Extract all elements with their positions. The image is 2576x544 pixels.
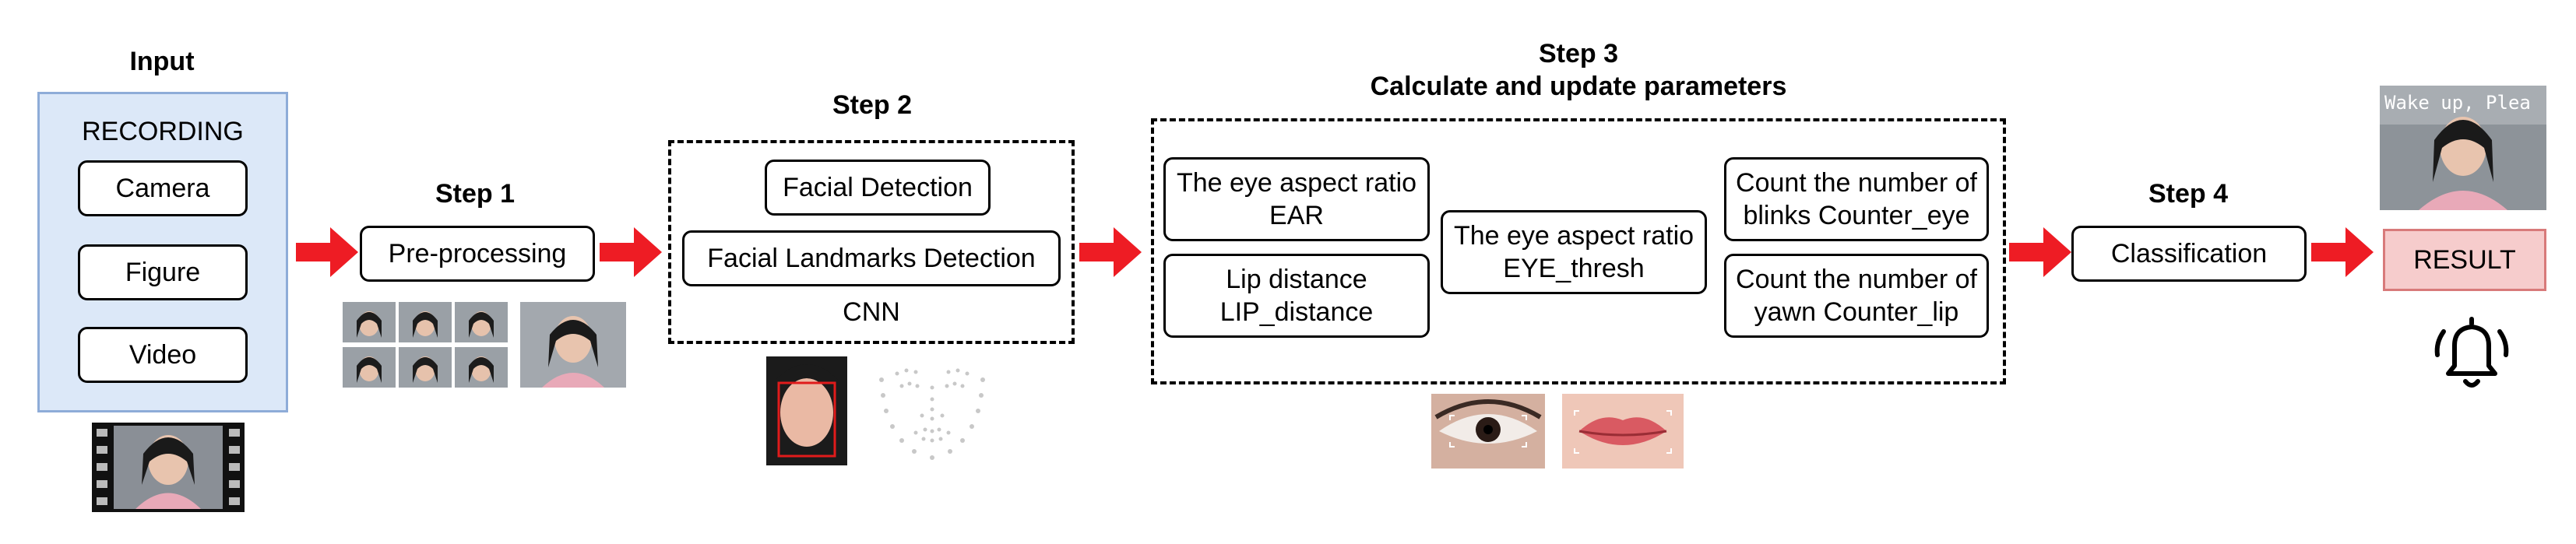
preprocessing-box: Pre-processing: [360, 226, 595, 282]
lip-box-line2: LIP_distance: [1219, 297, 1374, 327]
lip-distance-box: Lip distance LIP_distance: [1163, 254, 1430, 338]
ear-box-line1: The eye aspect ratio: [1176, 168, 1417, 198]
flow-arrow-3: [1079, 227, 1142, 277]
alert-video-frame: Wake up, Plea: [2380, 86, 2546, 210]
cnn-label: CNN: [843, 297, 900, 327]
preprocessed-face-large: [520, 302, 626, 388]
alarm-bell-icon: [2434, 317, 2509, 388]
video-box: Video: [78, 327, 248, 383]
flow-arrow-5: [2311, 227, 2374, 277]
thresh-box-line1: The eye aspect ratio: [1453, 221, 1694, 251]
lip-box-line1: Lip distance: [1226, 265, 1367, 294]
classification-box: Classification: [2071, 226, 2307, 282]
eye-crop-image: [1431, 394, 1545, 469]
facial-detection-box: Facial Detection: [765, 160, 991, 216]
flow-arrow-1: [296, 227, 358, 277]
figure-box: Figure: [78, 244, 248, 300]
step4-title: Step 4: [2148, 179, 2229, 209]
flow-arrow-2: [600, 227, 662, 277]
yawn-counter-box: Count the number of yawn Counter_lip: [1724, 254, 1989, 338]
step3-title: Step 3: [1538, 39, 1619, 68]
video-filmstrip-thumbnail: [92, 423, 245, 512]
step2-title: Step 2: [832, 90, 913, 120]
ear-box-line2: EAR: [1269, 201, 1324, 230]
blink-box-line1: Count the number of: [1736, 168, 1977, 198]
yawn-box-line2: yawn Counter_lip: [1754, 297, 1959, 327]
step3-dashed-group: [1151, 118, 2006, 384]
camera-box: Camera: [78, 160, 248, 216]
ear-box: The eye aspect ratio EAR: [1163, 157, 1430, 241]
facial-landmarks-box: Facial Landmarks Detection: [682, 230, 1061, 286]
alert-overlay-text: Wake up, Plea: [2384, 92, 2531, 114]
step1-title: Step 1: [435, 179, 516, 209]
face-detection-image: [766, 356, 847, 465]
recording-label: RECORDING: [82, 117, 244, 146]
step2-dashed-group: [668, 140, 1075, 344]
lip-crop-image: [1562, 394, 1684, 469]
input-title: Input: [129, 47, 195, 76]
result-box: RESULT: [2383, 229, 2546, 291]
thresh-box-line2: EYE_thresh: [1503, 254, 1645, 283]
blink-counter-box: Count the number of blinks Counter_eye: [1724, 157, 1989, 241]
yawn-box-line1: Count the number of: [1736, 265, 1977, 294]
facial-landmarks-image: [879, 368, 985, 460]
blink-box-line2: blinks Counter_eye: [1743, 201, 1970, 230]
preprocessed-face-grid: [343, 302, 508, 388]
flow-arrow-4: [2009, 227, 2071, 277]
eye-thresh-box: The eye aspect ratio EYE_thresh: [1441, 210, 1707, 294]
step3-subtitle: Calculate and update parameters: [1370, 72, 1787, 101]
